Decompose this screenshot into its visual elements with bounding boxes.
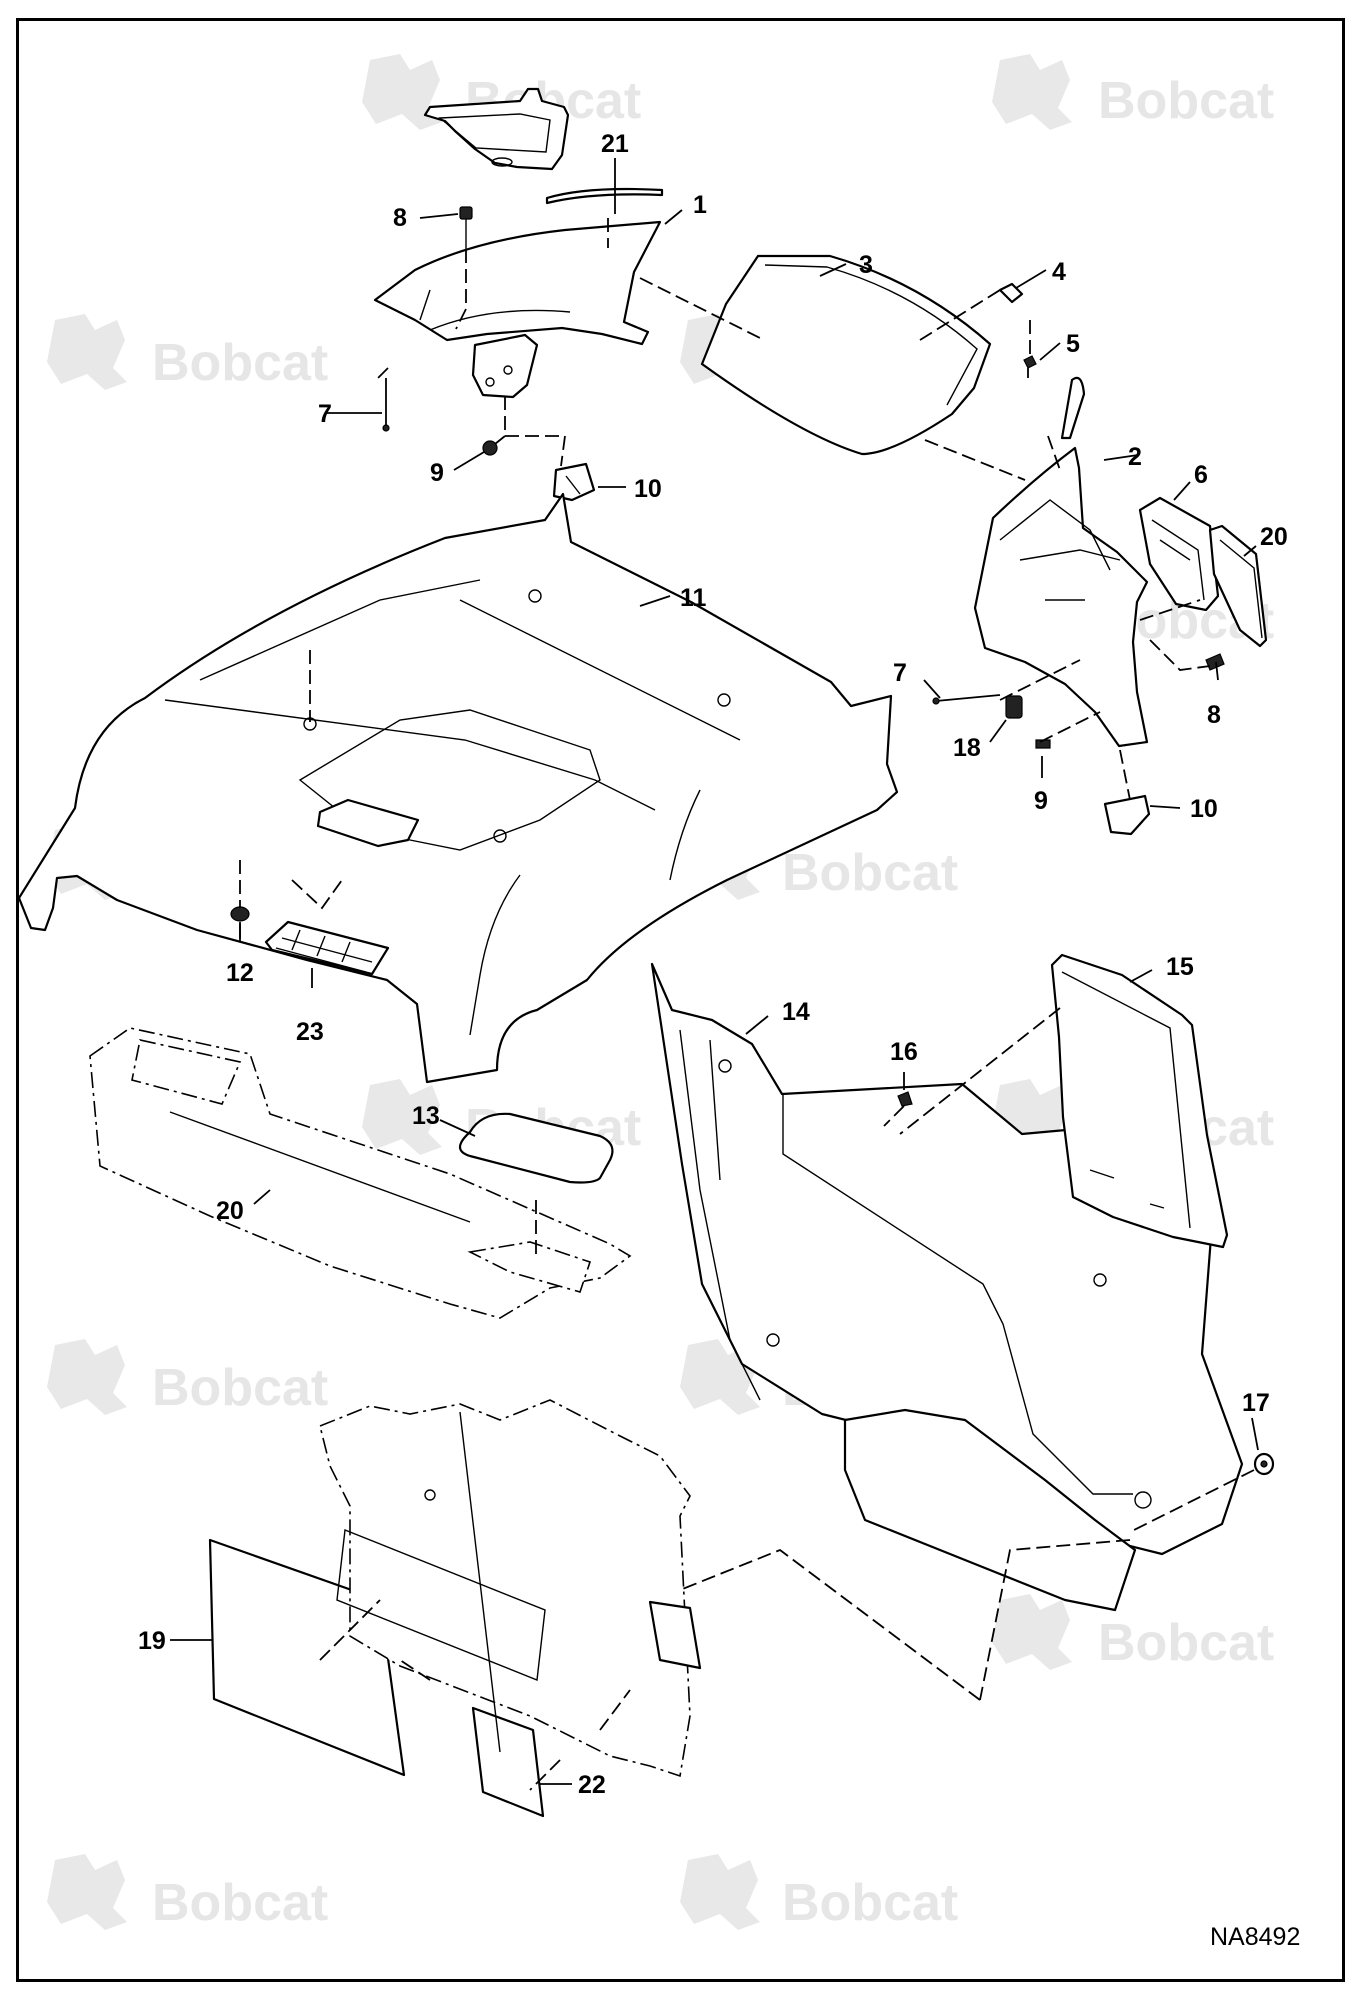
clip-bracket-right — [1103, 794, 1151, 836]
callout-9-left: 9 — [430, 459, 444, 487]
part-pad-22 — [471, 1706, 545, 1818]
part-speaker-cover — [1138, 496, 1220, 612]
part-clip-16 — [897, 1091, 913, 1107]
watermark-text: Bobcat — [152, 1874, 328, 1932]
fastener-17 — [1253, 1452, 1275, 1476]
watermark-text: Bobcat — [1098, 72, 1274, 130]
assembly-lines — [239, 218, 1255, 1791]
callout-20-left: 20 — [216, 1197, 244, 1225]
screw-long-left — [382, 378, 390, 432]
screw-long-right — [932, 694, 1001, 705]
callout-12: 12 — [226, 959, 254, 987]
callout-23: 23 — [296, 1018, 324, 1046]
callout-3: 3 — [859, 251, 873, 279]
watermark-row8-left: Bobcat — [47, 1854, 328, 1932]
part-rear-insulation — [319, 1399, 702, 1778]
watermark-row7-right: Bobcat — [992, 1594, 1274, 1672]
callout-14: 14 — [782, 998, 810, 1026]
callout-22: 22 — [578, 1771, 606, 1799]
part-gasket-plate-top — [423, 87, 570, 171]
part-headliner — [17, 492, 899, 1084]
callout-15: 15 — [1166, 953, 1194, 981]
part-vent-grille — [264, 920, 390, 976]
callout-6: 6 — [1194, 461, 1208, 489]
callout-8-left: 8 — [393, 204, 407, 232]
part-screw-5 — [1023, 355, 1037, 378]
callout-18: 18 — [953, 734, 981, 762]
callout-2: 2 — [1128, 443, 1142, 471]
fastener-push-rivet-left — [459, 206, 473, 249]
callout-13: 13 — [412, 1102, 440, 1130]
watermark-top-right: Bobcat — [992, 54, 1274, 130]
part-pad-13 — [458, 1112, 614, 1184]
callout-labels: 21 1 3 4 5 8 7 9 10 11 2 6 20 8 7 18 9 1… — [138, 130, 1288, 1799]
part-gasket-right — [1208, 524, 1268, 648]
callout-7-left: 7 — [318, 400, 332, 428]
part-right-pillar-trim — [973, 376, 1149, 748]
watermark-row8-mid: Bobcat — [680, 1854, 958, 1932]
watermark-text: Bobcat — [782, 844, 958, 902]
watermark-text: Bobcat — [1098, 1614, 1274, 1672]
part-seal-strip — [545, 187, 664, 205]
part-left-pillar-trim — [373, 220, 662, 399]
document-id: NA8492 — [1210, 1923, 1300, 1951]
clip-bracket-left — [552, 462, 596, 502]
fastener-12 — [230, 906, 250, 922]
part-side-panel-14 — [650, 962, 1244, 1612]
part-headliner-window-panel — [700, 254, 992, 456]
watermark-text: Bobcat — [782, 1874, 958, 1932]
diagram-border — [16, 18, 1345, 1982]
watermark-text: Bobcat — [152, 334, 328, 392]
leader-lines — [170, 158, 1259, 1785]
callout-4: 4 — [1052, 258, 1066, 286]
callout-7-right: 7 — [893, 659, 907, 687]
fastener-push-rivet-right — [1205, 653, 1225, 671]
part-insulation-panel — [89, 1027, 632, 1319]
screw-short-left — [482, 440, 498, 456]
watermark-text: Bobcat — [152, 1359, 328, 1417]
callout-8-right: 8 — [1207, 701, 1221, 729]
callout-21: 21 — [601, 130, 629, 158]
callout-10-left: 10 — [634, 475, 662, 503]
callout-20-right: 20 — [1260, 523, 1288, 551]
callout-5: 5 — [1066, 330, 1080, 358]
watermark-row2-left: Bobcat — [47, 314, 328, 392]
callout-1: 1 — [693, 191, 707, 219]
watermark-row6-left: Bobcat — [47, 1339, 328, 1417]
callout-11: 11 — [680, 584, 707, 612]
part-clip-18 — [1005, 695, 1023, 719]
callout-9-right: 9 — [1034, 787, 1048, 815]
callout-19: 19 — [138, 1627, 166, 1655]
callout-16: 16 — [890, 1038, 918, 1066]
callout-17: 17 — [1242, 1389, 1270, 1417]
callout-10-right: 10 — [1190, 795, 1218, 823]
